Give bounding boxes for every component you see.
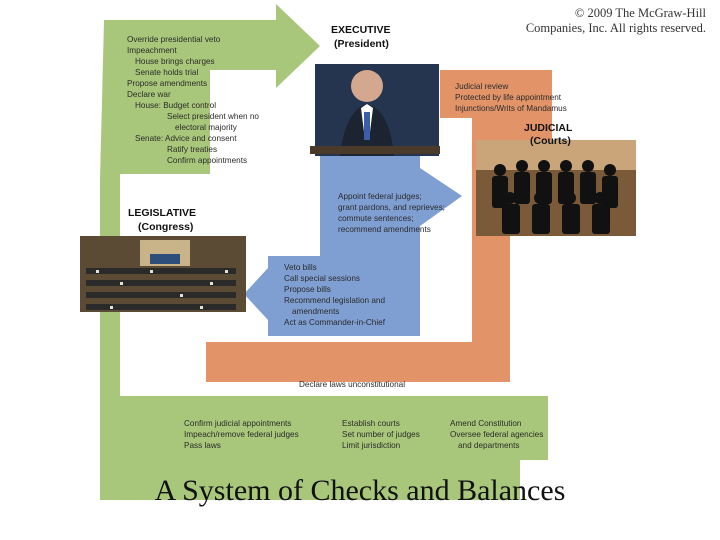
legislative-band-lower: [104, 396, 548, 460]
check-item: House brings charges: [135, 57, 215, 66]
check-item: Appoint federal judges;: [338, 192, 422, 201]
check-item: Propose amendments: [127, 79, 207, 88]
check-item: Oversee federal agencies: [450, 430, 543, 439]
legislative-subtitle: (Congress): [138, 221, 193, 233]
executive-arrow-to-judicial: [320, 150, 462, 238]
check-item: Amend Constitution: [450, 419, 522, 428]
check-item: Set number of judges: [342, 430, 420, 439]
executive-title: EXECUTIVE: [331, 24, 391, 36]
check-item: Establish courts: [342, 419, 400, 428]
executive-subtitle: (President): [334, 38, 389, 50]
check-item: Ratify treaties: [167, 145, 217, 154]
check-item: Protected by life appointment: [455, 93, 562, 102]
copyright-notice: © 2009 The McGraw-Hill Companies, Inc. A…: [525, 6, 706, 35]
judicial-title: JUDICIAL: [524, 122, 573, 134]
check-item: Veto bills: [284, 263, 317, 272]
check-item: Judicial review: [455, 82, 508, 91]
check-item: Injunctions/Writs of Mandamus: [455, 104, 567, 113]
check-item: Call special sessions: [284, 274, 360, 283]
check-item: electoral majority: [175, 123, 238, 132]
check-item: Pass laws: [184, 441, 221, 450]
executive-on-judicial-list: Appoint federal judges; grant pardons, a…: [338, 192, 445, 234]
check-item: Senate: Advice and consent: [135, 134, 237, 143]
executive-arrow-to-legislative: [244, 238, 420, 336]
congress-photo: [80, 236, 246, 312]
judicial-on-legislative-item: Declare laws unconstitutional: [299, 380, 405, 389]
legislative-on-judicial-list: Confirm judicial appointments Impeach/re…: [184, 419, 543, 450]
judicial-band-top: [440, 70, 552, 118]
check-item: Act as Commander-in-Chief: [284, 318, 386, 327]
check-item: Limit jurisdiction: [342, 441, 401, 450]
judicial-on-executive-list: Judicial review Protected by life appoin…: [455, 82, 567, 113]
check-item: Confirm appointments: [167, 156, 247, 165]
legislative-band: [100, 4, 520, 500]
check-item: amendments: [292, 307, 339, 316]
check-item: Select president when no: [167, 112, 259, 121]
check-item: Declare war: [127, 90, 171, 99]
supreme-court-photo: [476, 140, 636, 236]
check-item: Senate holds trial: [135, 68, 198, 77]
legislative-on-executive-list: Override presidential veto Impeachment H…: [127, 35, 259, 165]
judicial-subtitle: (Courts): [530, 135, 571, 147]
check-item: Impeach/remove federal judges: [184, 430, 299, 439]
check-item: and departments: [458, 441, 519, 450]
check-item: recommend amendments: [338, 225, 431, 234]
slide-title: A System of Checks and Balances: [154, 474, 566, 507]
check-item: Impeachment: [127, 46, 177, 55]
check-item: grant pardons, and reprieves;: [338, 203, 445, 212]
check-item: commute sentences;: [338, 214, 414, 223]
legislative-title: LEGISLATIVE: [128, 207, 196, 219]
check-item: Recommend legislation and: [284, 296, 385, 305]
president-photo: [310, 64, 440, 156]
check-item: Confirm judicial appointments: [184, 419, 291, 428]
executive-on-legislative-list: Veto bills Call special sessions Propose…: [284, 263, 386, 327]
check-item: Propose bills: [284, 285, 331, 294]
check-item: Override presidential veto: [127, 35, 221, 44]
check-item: House: Budget control: [135, 101, 216, 110]
